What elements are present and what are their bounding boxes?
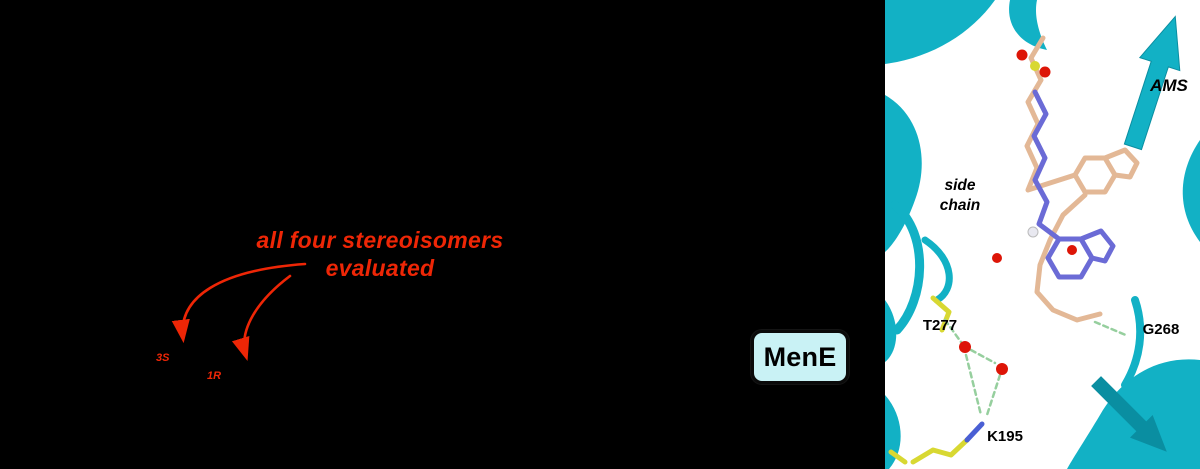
water-oxygen-icon: [959, 341, 971, 353]
cartoon-loop-left: [890, 200, 925, 335]
ligand-blue-ring-five: [1078, 228, 1116, 264]
ligand-tan-ring-five: [1102, 147, 1140, 180]
stereocenter-label-1r: 1R: [207, 370, 222, 382]
label-t277: T277: [923, 317, 957, 334]
cartoon-arrow-bottom-right: [1091, 376, 1167, 452]
oxygen-atom-icon: [1039, 66, 1051, 78]
mene-enzyme-badge: MenE: [751, 330, 849, 384]
label-chain: chain: [940, 197, 980, 214]
k195-amine: [964, 421, 985, 443]
cartoon-ribbon-right-edge: [1182, 140, 1200, 242]
cartoon-ribbon-top-center: [1009, 0, 1047, 50]
mene-enzyme-label: MenE: [763, 341, 837, 372]
sulfur-atom-icon: [1030, 61, 1040, 71]
protein-structure-panel: AMS side chain T277 G268 K195: [885, 0, 1200, 469]
hbond-water-k195: [964, 353, 983, 417]
polar-atom-icon: [1027, 226, 1039, 238]
label-side: side: [944, 177, 975, 194]
label-g268: G268: [1143, 321, 1180, 338]
label-k195: K195: [987, 428, 1023, 445]
arrow-to-3s-icon: [171, 262, 307, 344]
k195-sidechain: [910, 437, 970, 465]
ligand-tan-lower-chain: [1034, 192, 1103, 323]
cartoon-ribbon-left: [885, 95, 922, 252]
beta-strand-arrow-icon: [1091, 376, 1167, 452]
cartoon-loop-sidechain: [921, 236, 953, 304]
oxygen-atom-icon: [1016, 49, 1028, 61]
stereocenter-label-3s: 3S: [156, 352, 170, 364]
cartoon-ribbon-bottom-left: [885, 395, 901, 469]
t277-sidechain: [930, 295, 952, 333]
cartoon-loop-g268: [1121, 296, 1145, 389]
stereo-annotation-line1: all four stereoisomers: [256, 227, 504, 253]
reaction-scheme-area: all four stereoisomers evaluated 3S 1R M…: [156, 226, 849, 384]
oxygen-atom-icon: [992, 253, 1002, 263]
corner-sidechain: [888, 449, 908, 465]
stereo-annotation-line2: evaluated: [325, 255, 435, 281]
hbond-t277-water: [943, 318, 963, 344]
arrow-to-1r-icon: [231, 274, 292, 361]
beta-strand-arrow-icon: [1123, 15, 1181, 151]
oxygen-atom-icon: [1067, 245, 1077, 255]
water-oxygen-icon: [996, 363, 1008, 375]
annotation-arrows: [171, 262, 307, 361]
label-ams: AMS: [1149, 76, 1188, 95]
ligand-blue-chain: [1031, 89, 1062, 242]
cartoon-ribbon-left-lower: [885, 300, 897, 362]
hbond-water2-k195: [985, 373, 1002, 417]
hbond-ligand-g268: [1093, 320, 1130, 338]
cartoon-ribbon-top-left: [885, 0, 995, 64]
cartoon-arrow-top-right: [1123, 15, 1181, 151]
stereo-annotation: all four stereoisomers evaluated: [240, 226, 520, 282]
hbond-water-water: [969, 348, 997, 365]
